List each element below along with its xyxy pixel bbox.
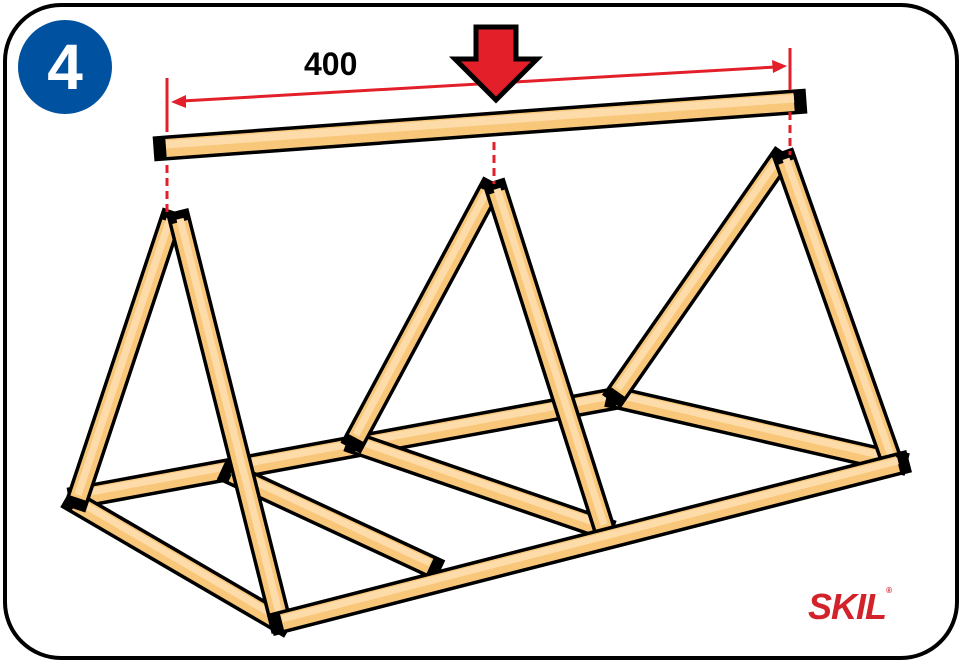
sawhorse-frame	[60, 88, 912, 638]
left-frame-leg-left	[63, 207, 185, 513]
logo-text: SKIL	[808, 586, 887, 627]
base-right-side	[604, 384, 910, 476]
right-frame-leg-right	[771, 147, 907, 477]
middle-frame-leg-right	[482, 177, 619, 543]
base-cross-middle	[343, 429, 617, 543]
top-beam	[152, 88, 808, 162]
base-left-side	[60, 487, 296, 638]
step-number-badge: 4	[18, 20, 112, 114]
dimension-arrowhead-left	[171, 95, 186, 108]
right-frame-leg-left	[601, 145, 795, 409]
left-frame-leg-right	[166, 208, 294, 634]
down-arrow-icon	[448, 24, 544, 104]
base-front-rail	[268, 450, 912, 636]
middle-frame-leg-left	[340, 176, 504, 454]
dimension-label: 400	[304, 46, 358, 82]
diagram-frame	[3, 3, 959, 660]
base-cross-left	[216, 458, 446, 582]
registered-mark: ®	[886, 586, 892, 595]
skil-logo: SKIL®	[808, 586, 892, 628]
dimension-arrowhead-right	[772, 60, 787, 73]
